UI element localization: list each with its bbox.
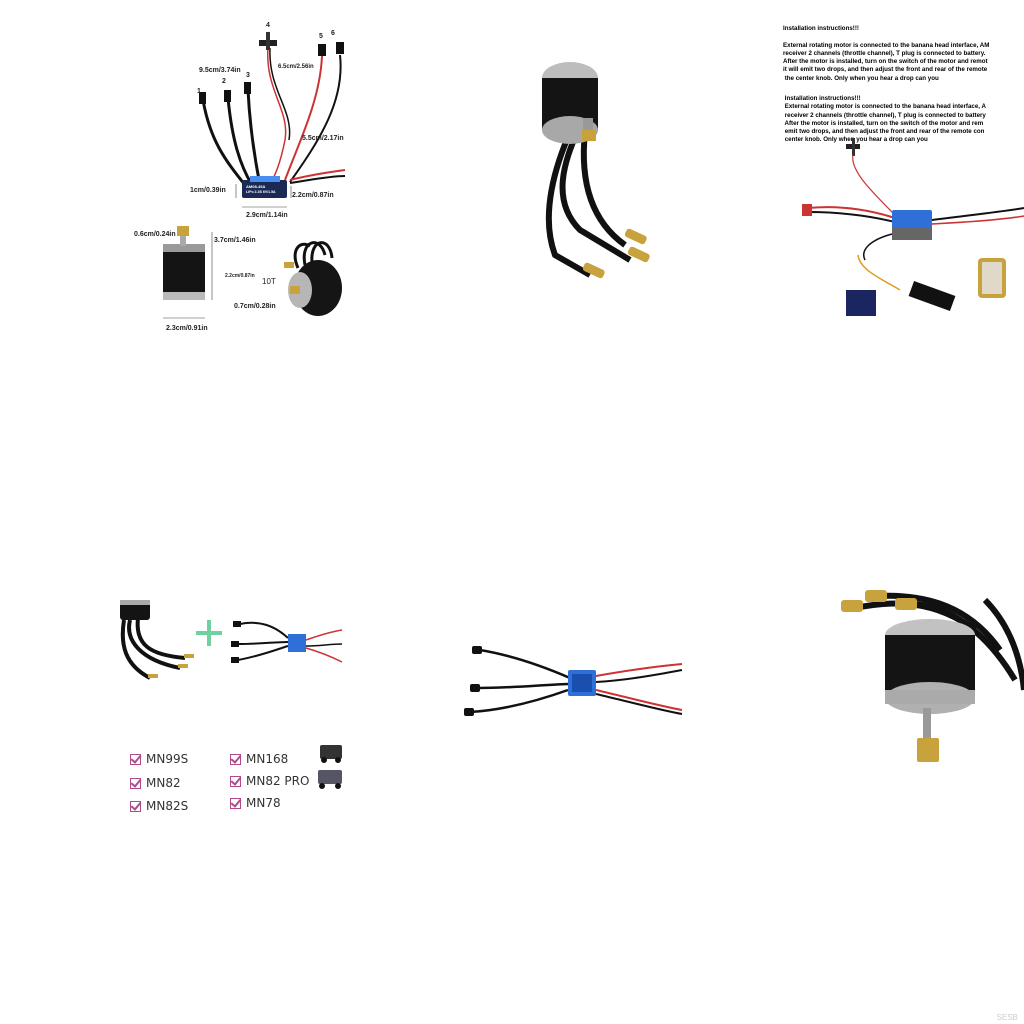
combo-illustration — [120, 600, 343, 680]
dim-teeth: 10T — [262, 277, 276, 286]
plus-icon — [196, 620, 222, 646]
dim-esc-height: 1cm/0.39in — [190, 187, 226, 194]
dim-lead-servo: 6.5cm/2.56in — [278, 64, 314, 70]
truck-thumbnails — [318, 745, 342, 789]
compat-model-1: MN99S — [130, 752, 188, 766]
combo-panel: MN99S MN82 MN82S MN168 MN82 PRO MN78 — [100, 590, 350, 830]
check-icon — [130, 800, 141, 812]
esc-photo-panel — [460, 640, 690, 730]
esc-photo — [464, 646, 683, 716]
compat-model-5: MN82 PRO — [230, 774, 309, 788]
spec-wiring-illustration — [163, 32, 346, 319]
spec-panel: 1 2 3 4 5 6 9.5cm/3.74in 6.5cm/2.56in 5.… — [0, 0, 346, 345]
compat-model-3: MN82S — [130, 799, 188, 813]
dim-lead-long: 9.5cm/3.74in — [199, 67, 241, 74]
dim-pinion: 0.7cm/0.28in — [234, 303, 276, 310]
model-label: MN82 PRO — [246, 774, 310, 788]
esc-label-1: AM08-45A — [246, 184, 266, 189]
callout-6: 6 — [331, 30, 335, 37]
wiring-diagram-panel — [780, 138, 1024, 330]
callout-5: 5 — [319, 33, 323, 40]
wiring-diagram-photo — [802, 138, 1024, 316]
callout-3: 3 — [246, 72, 250, 79]
model-label: MN168 — [246, 752, 289, 766]
callout-4: 4 — [266, 22, 270, 29]
dim-lead-power: 5.5cm/2.17in — [302, 135, 344, 142]
check-icon — [230, 753, 241, 765]
dim-motor-length: 3.7cm/1.46in — [214, 237, 256, 244]
dim-esc-width: 2.9cm/1.14in — [246, 212, 288, 219]
instructions-block-1: Installation instructions!!! External ro… — [783, 25, 990, 82]
compat-model-2: MN82 — [130, 776, 181, 790]
model-label: MN82 — [146, 776, 181, 790]
dim-motor-base: 2.3cm/0.91in — [166, 325, 208, 332]
esc-label-2: LiPo 2-3S 6V/1.5A — [246, 190, 276, 194]
model-label: MN82S — [146, 799, 189, 813]
check-icon — [230, 775, 241, 787]
model-label: MN78 — [246, 796, 281, 810]
check-icon — [230, 797, 241, 809]
callout-2: 2 — [222, 78, 226, 85]
compat-model-6: MN78 — [230, 796, 281, 810]
callout-1: 1 — [197, 88, 201, 95]
check-icon — [130, 777, 141, 789]
dim-shaft: 0.6cm/0.24in — [134, 231, 176, 238]
model-label: MN99S — [146, 752, 189, 766]
compat-model-4: MN168 — [230, 752, 288, 766]
motor-closeup-panel — [835, 590, 1024, 770]
dim-motor-dia: 2.2cm/0.87in — [225, 273, 255, 279]
motor-photo-panel — [340, 0, 685, 345]
motor-photo — [542, 62, 650, 279]
check-icon — [130, 753, 141, 765]
instructions-block-2: Installation instructions!!! External ro… — [784, 95, 986, 144]
watermark: SESB — [996, 1013, 1018, 1022]
dim-esc-depth: 2.2cm/0.87in — [292, 192, 334, 199]
motor-closeup-photo — [841, 590, 1024, 762]
